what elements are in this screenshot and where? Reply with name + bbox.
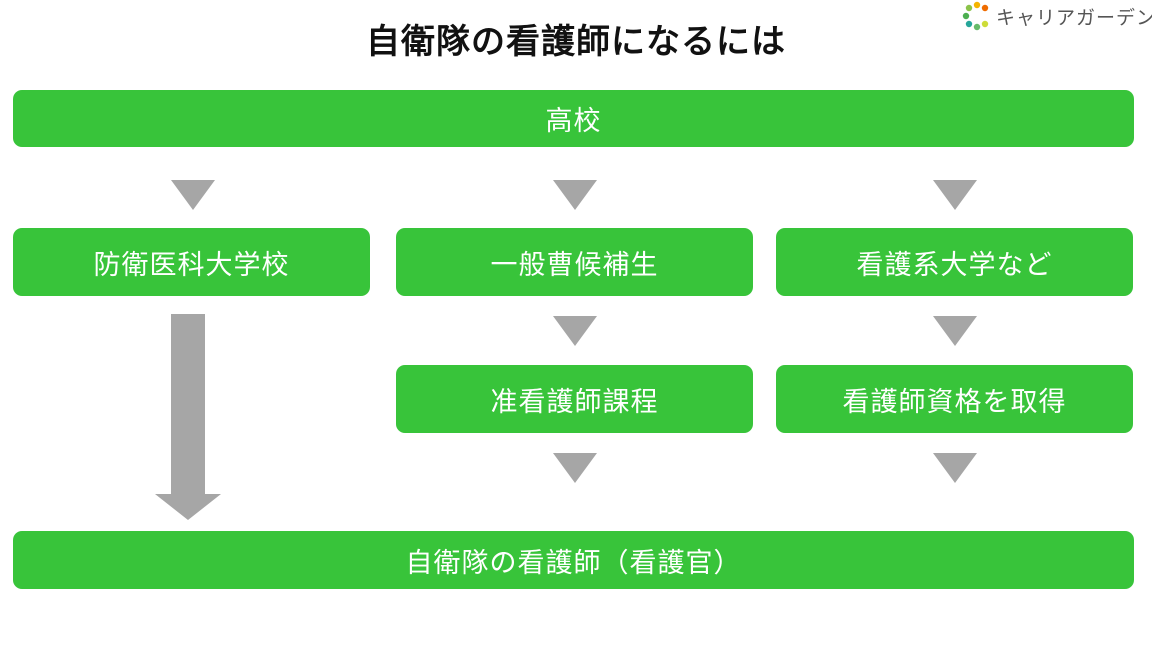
node-defense-medical-college: 防衛医科大学校 <box>13 228 370 296</box>
long-arrow-down-icon <box>155 314 221 520</box>
brand-logo[interactable]: キャリアガーデン <box>962 0 1152 32</box>
node-obtain-nurse-license: 看護師資格を取得 <box>776 365 1133 433</box>
node-nursing-university: 看護系大学など <box>776 228 1133 296</box>
node-general-cadet: 一般曹候補生 <box>396 228 753 296</box>
arrow-down-icon <box>933 453 977 483</box>
node-high-school: 高校 <box>13 90 1134 147</box>
arrow-down-icon <box>933 180 977 210</box>
arrow-down-icon <box>553 180 597 210</box>
arrow-down-icon <box>933 316 977 346</box>
arrow-down-icon <box>553 453 597 483</box>
node-assistant-nurse-course: 准看護師課程 <box>396 365 753 433</box>
arrow-down-icon <box>171 180 215 210</box>
logo-icon <box>962 1 989 31</box>
logo-text: キャリアガーデン <box>996 6 1152 29</box>
page-title: 自衛隊の看護師になるには <box>366 22 786 62</box>
arrow-down-icon <box>553 316 597 346</box>
node-sdf-nurse: 自衛隊の看護師（看護官） <box>13 531 1134 589</box>
